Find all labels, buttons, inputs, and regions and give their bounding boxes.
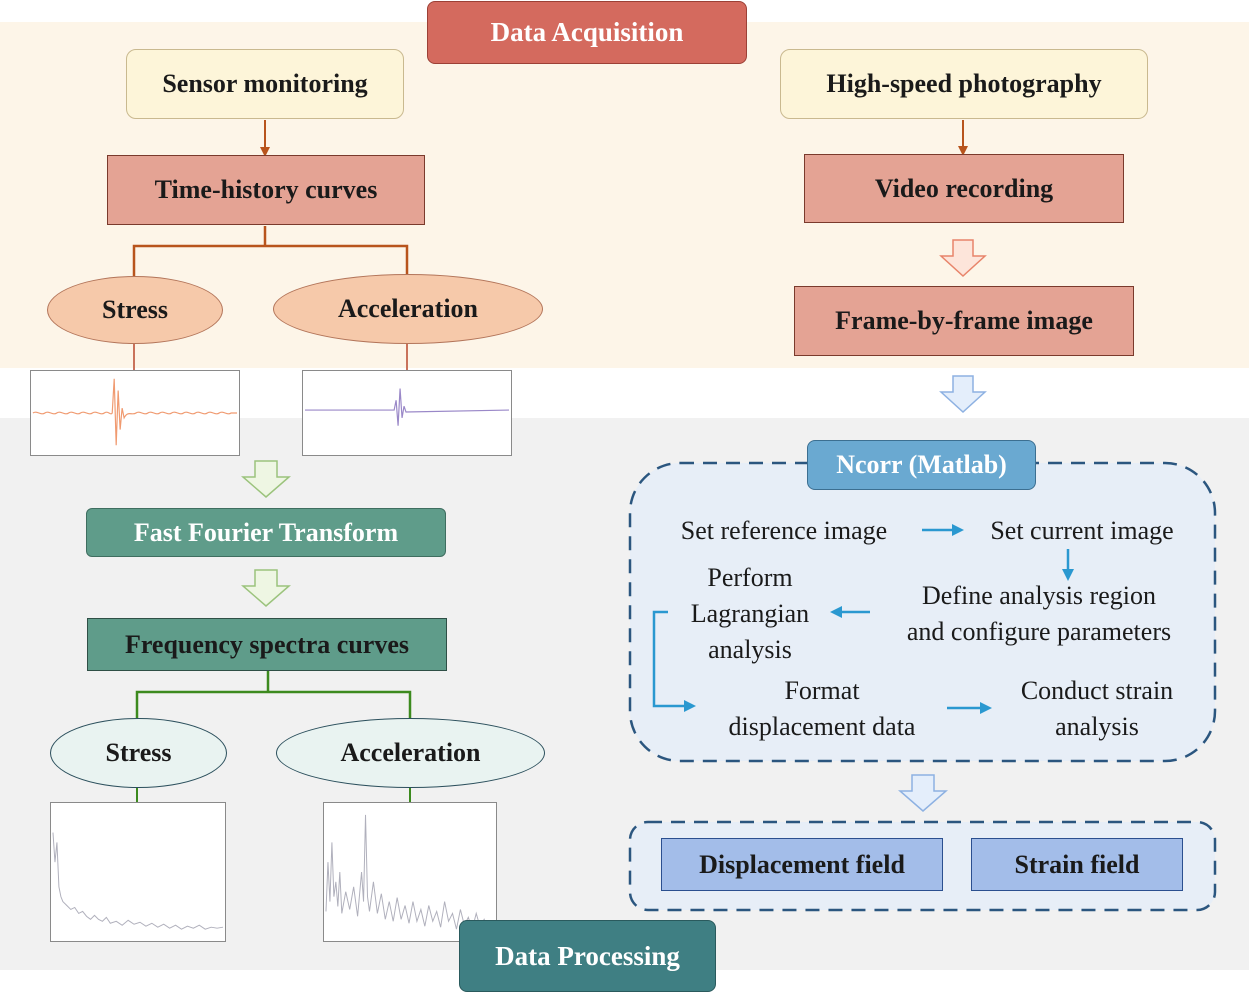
perform-line-2: Lagrangian (690, 599, 810, 628)
format-line-1: Format (784, 676, 860, 705)
define-line-2: and configure parameters (906, 617, 1172, 646)
high-speed-photography-box: High-speed photography (780, 49, 1148, 119)
stress-spectrum-plot (50, 802, 226, 942)
time-branch-line (132, 226, 409, 276)
stress-ellipse-acquisition: Stress (47, 276, 223, 344)
set-reference-step: Set reference image (680, 516, 888, 545)
fft-box: Fast Fourier Transform (86, 508, 446, 557)
time-history-box: Time-history curves (107, 155, 425, 225)
video-recording-box: Video recording (804, 154, 1124, 223)
stress-ellipse-processing: Stress (50, 718, 227, 788)
define-region-step: Define analysis region and configure par… (880, 578, 1198, 650)
conduct-line-1: Conduct strain (1020, 676, 1174, 705)
frames-to-ncorr-arrow (939, 375, 987, 414)
acceleration-ellipse-processing: Acceleration (276, 718, 545, 788)
displacement-field-box: Displacement field (661, 838, 943, 891)
stress-time-history-plot (30, 370, 240, 456)
format-displacement-step: Format displacement data (700, 673, 944, 745)
ncorr-header-box: Ncorr (Matlab) (807, 440, 1036, 490)
fft-to-spectra-arrow (240, 569, 292, 607)
frame-by-frame-box: Frame-by-frame image (794, 286, 1134, 356)
acceleration-ellipse-acquisition: Acceleration (273, 274, 543, 344)
video-to-frames-arrow (939, 239, 987, 278)
spectra-branch-line (135, 671, 412, 718)
perform-line-3: analysis (708, 635, 792, 664)
ncorr-to-results-arrow (897, 774, 949, 812)
plots-to-fft-arrow (240, 460, 292, 498)
data-acquisition-header: Data Acquisition (427, 1, 747, 64)
sensor-monitoring-box: Sensor monitoring (126, 49, 404, 119)
format-line-2: displacement data (728, 712, 916, 741)
acceleration-time-history-plot (302, 370, 512, 456)
acceleration-spectrum-plot (323, 802, 497, 942)
conduct-strain-step: Conduct strain analysis (994, 673, 1200, 745)
define-line-1: Define analysis region (922, 581, 1156, 610)
perform-lagrangian-step: Perform Lagrangian analysis (668, 560, 832, 668)
strain-field-box: Strain field (971, 838, 1183, 891)
data-processing-header: Data Processing (459, 920, 716, 992)
set-current-step: Set current image (990, 516, 1174, 545)
conduct-line-2: analysis (1055, 712, 1139, 741)
perform-line-1: Perform (707, 563, 793, 592)
perform-to-format-arrow (652, 610, 696, 712)
frequency-spectra-box: Frequency spectra curves (87, 618, 447, 671)
